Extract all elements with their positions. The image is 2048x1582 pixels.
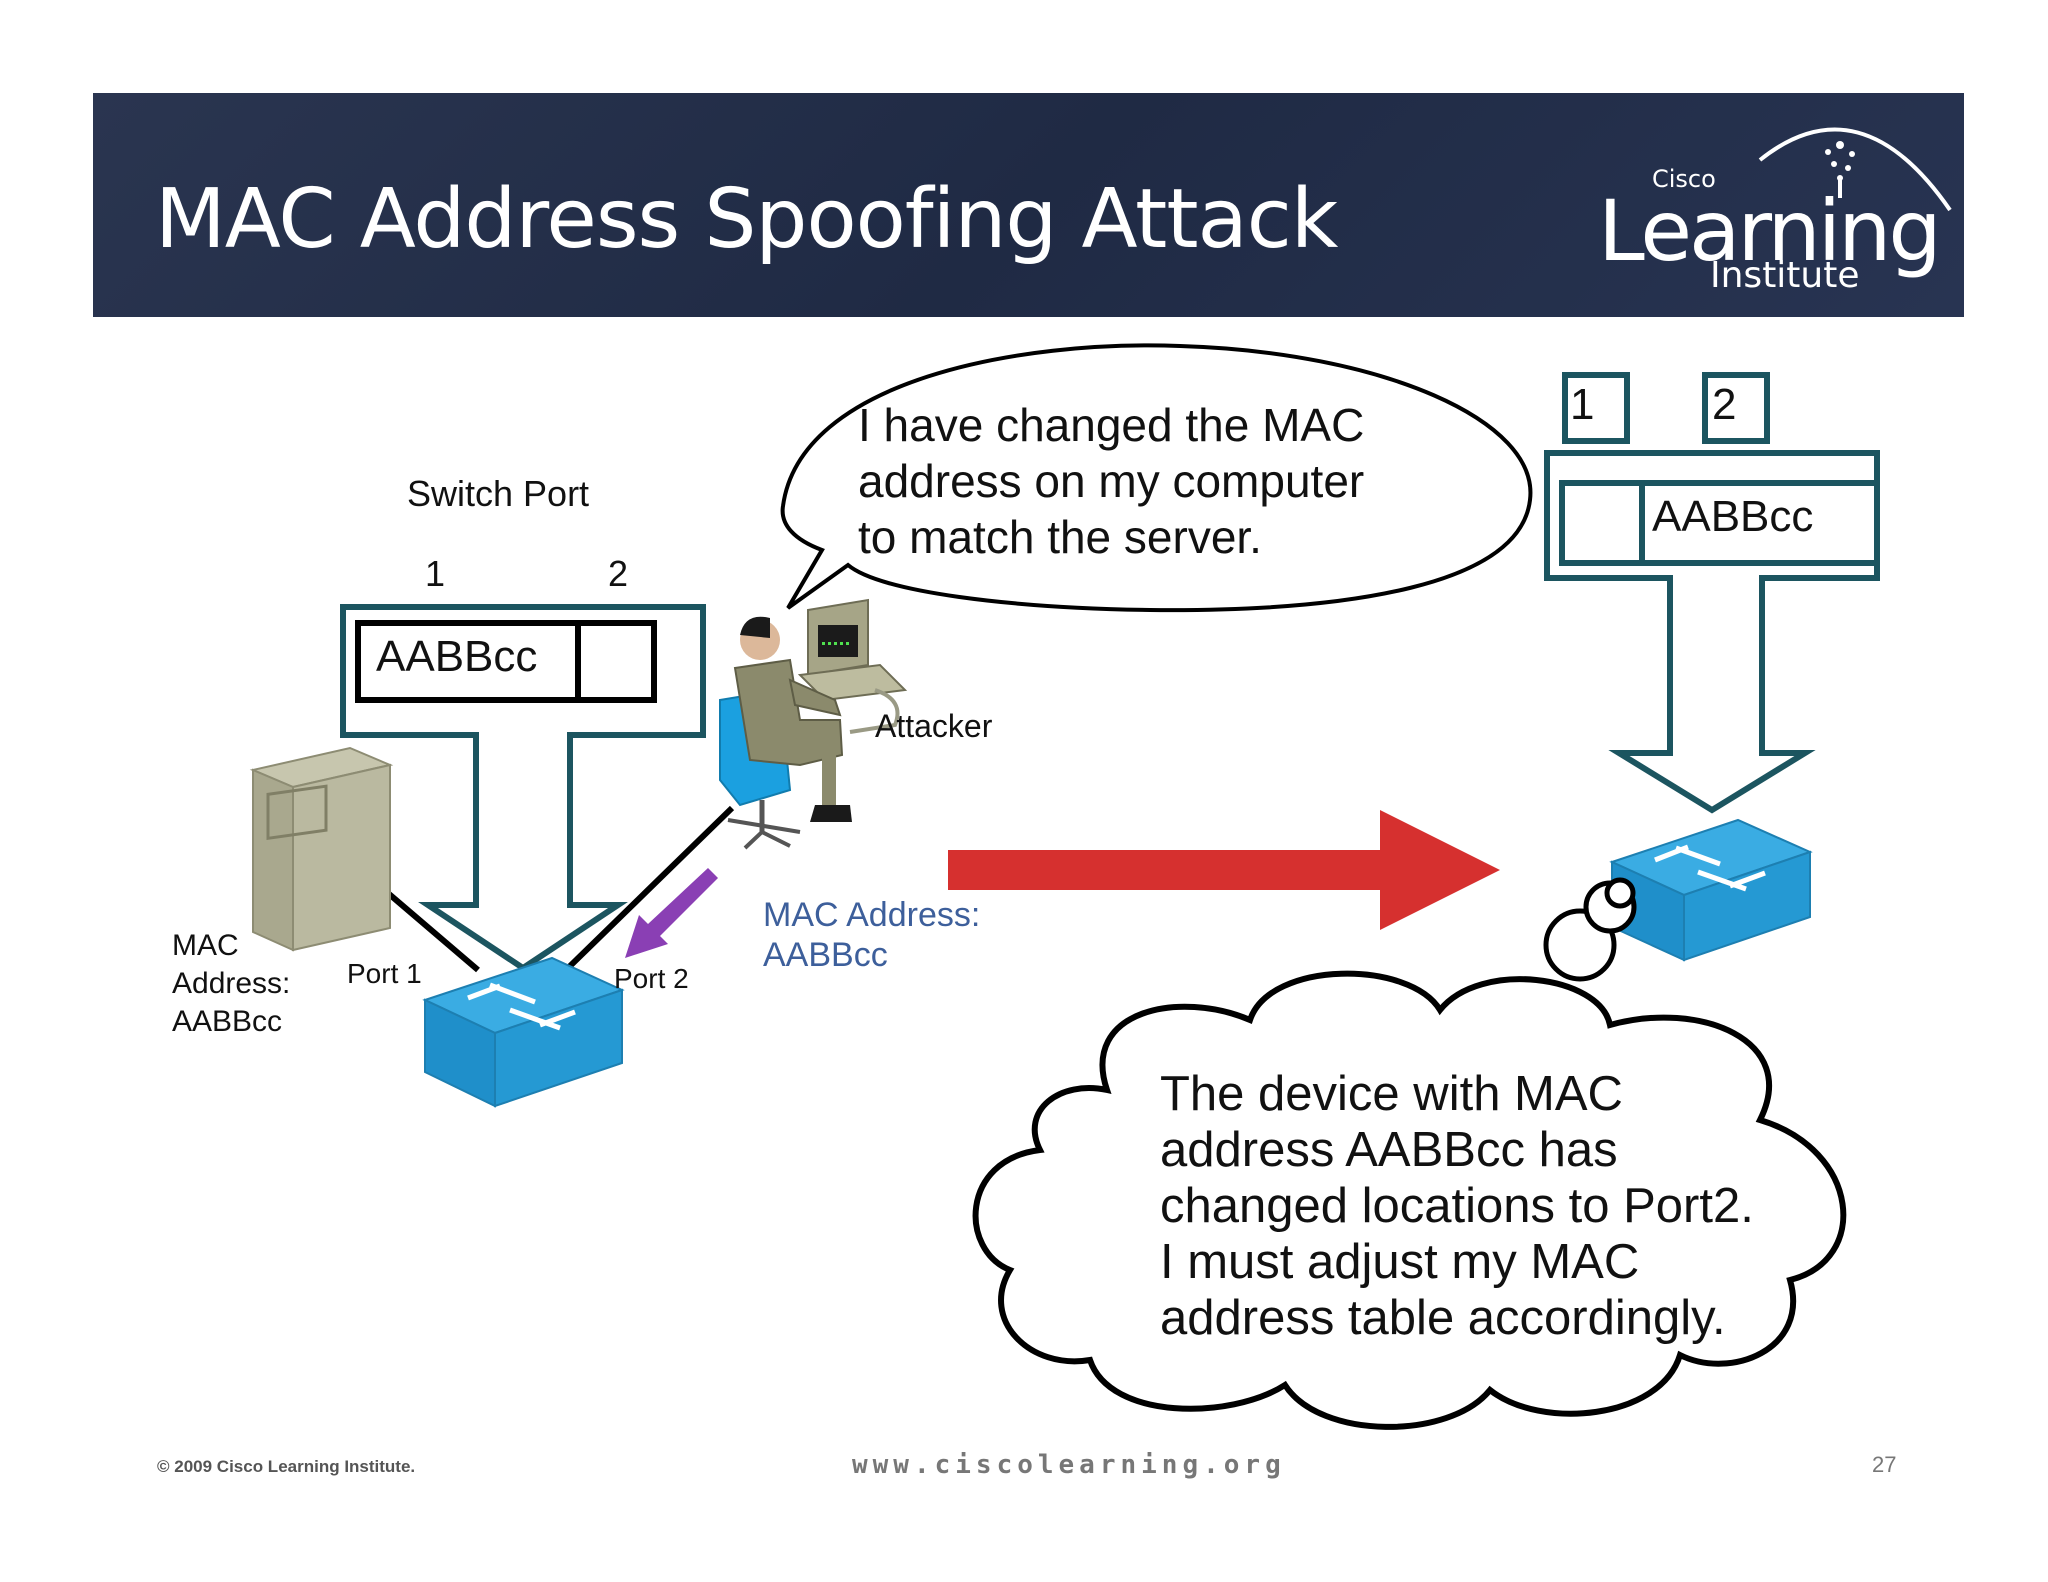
title-banner <box>93 93 1964 317</box>
right-port-number-1: 1 <box>1570 380 1595 429</box>
purple-arrow <box>625 868 718 958</box>
server-mac-label: MAC Address: AABBcc <box>172 929 291 1038</box>
slide-title: MAC Address Spoofing Attack <box>155 172 1338 267</box>
right-table-entry: AABBcc <box>1652 492 1814 541</box>
left-port-number-2: 2 <box>608 553 629 594</box>
logo-institute-text: Institute <box>1710 255 1860 296</box>
thought-dot-small <box>1604 877 1636 909</box>
left-mac-table-arrow <box>340 604 706 972</box>
attacker-icon <box>719 598 908 850</box>
footer-url: www.ciscolearning.org <box>852 1450 1286 1480</box>
attacker-label: Attacker <box>875 708 993 744</box>
page-number: 27 <box>1872 1452 1897 1477</box>
right-port2-box <box>1702 372 1770 444</box>
thought-text: The device with MAC address AABBcc has c… <box>1160 1067 1754 1345</box>
right-table-entry-box <box>1559 480 1880 566</box>
right-port-number-2: 2 <box>1712 380 1737 429</box>
server-link <box>380 885 480 973</box>
left-table-entry-box <box>355 620 657 703</box>
left-table-entry: AABBcc <box>376 632 538 681</box>
right-port1-box <box>1562 372 1630 444</box>
right-switch-icon <box>1609 818 1813 962</box>
speech-bubble <box>780 343 1533 613</box>
logo-arc-icon <box>1758 127 1952 212</box>
server-icon <box>249 746 394 952</box>
left-switch-icon <box>422 956 625 1108</box>
logo-learning-text: Learning <box>1598 182 1942 280</box>
attacker-mac-label: MAC Address: AABBcc <box>763 896 981 974</box>
logo-cisco-text: Cisco <box>1652 165 1716 193</box>
switch-port-label: Switch Port <box>407 473 590 514</box>
port1-label: Port 1 <box>347 958 422 989</box>
speech-text: I have changed the MAC address on my com… <box>858 399 1365 563</box>
attacker-link <box>565 805 735 971</box>
port2-label: Port 2 <box>614 963 689 994</box>
footer-copyright: © 2009 Cisco Learning Institute. <box>157 1457 416 1476</box>
left-port-number-1: 1 <box>425 553 446 594</box>
thought-cloud <box>972 970 1847 1430</box>
red-arrow <box>948 810 1500 930</box>
